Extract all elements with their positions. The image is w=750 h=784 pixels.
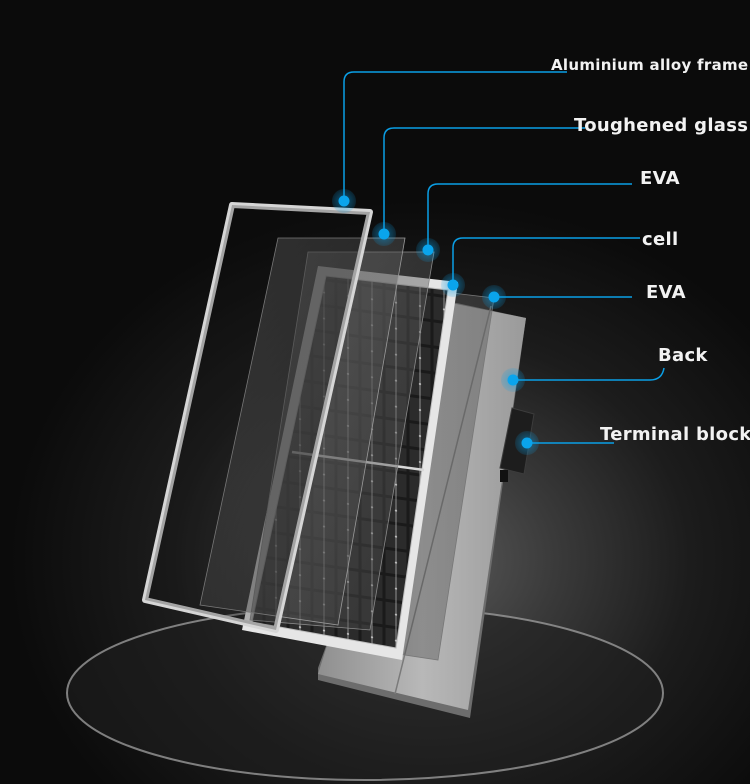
label-terminal-block: Terminal block [600, 424, 750, 445]
leader-eva-top [427, 183, 632, 250]
leader-cell [452, 237, 640, 284]
label-aluminium-frame: Aluminium alloy frame [551, 56, 749, 74]
label-eva-top: EVA [640, 168, 680, 189]
dot-cell [441, 273, 465, 297]
dot-eva-bottom [482, 285, 506, 309]
frame-layer [142, 202, 373, 633]
leader-glass [383, 127, 585, 234]
leader-frame [343, 71, 567, 201]
label-toughened-glass: Toughened glass [574, 115, 749, 136]
callout-lines [343, 71, 665, 444]
dot-back [501, 368, 525, 392]
callout-dots [332, 189, 539, 455]
label-eva-bottom: EVA [646, 282, 686, 303]
dot-eva-top [416, 238, 440, 262]
label-cell: cell [642, 229, 679, 250]
dot-frame [332, 189, 356, 213]
leader-back [514, 367, 665, 381]
dot-terminal [515, 431, 539, 455]
dot-glass [372, 222, 396, 246]
label-back: Back [658, 345, 708, 366]
